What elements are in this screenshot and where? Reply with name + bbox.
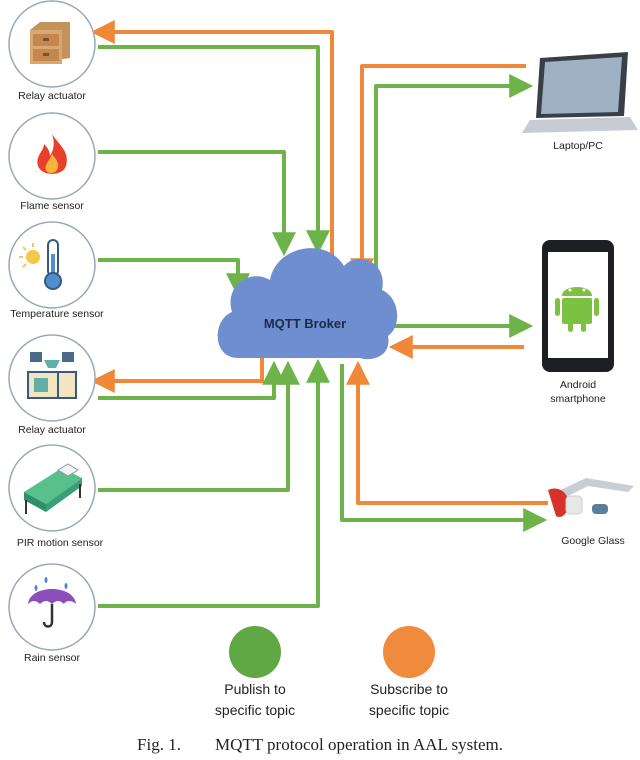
flame-icon [37,134,67,174]
relay-top-subscribe-arrow [90,20,334,265]
google-glass-icon [548,478,634,518]
rain-sensor-label: Rain sensor [23,652,81,664]
pir-publish-arrow [98,360,300,492]
pir-motion-sensor-label: PIR motion sensor [16,537,104,549]
laptop-label: Laptop/PC [553,140,603,152]
android-phone-icon [542,240,614,372]
relay-mid-subscribe-arrow [90,357,264,393]
flame-sensor-label: Flame sensor [20,200,84,212]
glass-subscribe-arrow [340,364,548,532]
laptop-publish-arrow [350,64,526,283]
relay-actuator-top-label: Relay actuator [18,90,86,102]
umbrella-icon [28,577,76,628]
legend [229,626,435,678]
cabinet-icon [30,22,70,64]
connectors [90,20,548,608]
subscribe-legend-label: Subscribe to specific topic [368,681,450,718]
temperature-sensor-node [8,221,96,309]
relay-top-publish-arrow [98,45,330,255]
android-label: Android smartphone [550,379,606,405]
figure-number: Fig. 1. [137,735,181,754]
thermometer-icon [19,239,62,290]
bed-icon [24,463,82,514]
rain-publish-arrow [98,358,330,608]
flame-sensor-node [8,112,96,200]
relay-actuator-top-node [8,0,96,88]
relay-mid-publish-arrow [98,360,286,400]
broker-label: MQTT Broker [263,316,347,331]
left-nodes [8,0,96,651]
google-glass-label: Google Glass [561,535,625,547]
temperature-publish-arrow [98,258,250,298]
laptop-icon [522,52,638,133]
mqtt-broker-cloud [217,248,398,360]
figure-caption-text: MQTT protocol operation in AAL system. [214,735,503,754]
publish-legend-label: Publish to specific topic [214,681,296,718]
publish-legend-dot [229,626,281,678]
figure-caption: Fig. 1. MQTT protocol operation in AAL s… [0,735,640,755]
temperature-sensor-label: Temperature sensor [10,308,104,320]
laptop-subscribe-arrow [374,74,534,285]
relay-actuator-mid-label: Relay actuator [18,424,86,436]
relay-actuator-mid-node [8,334,96,422]
flame-publish-arrow [98,150,296,257]
glass-publish-arrow [346,360,548,505]
kitchen-icon [27,352,77,399]
right-devices [522,52,638,518]
rain-sensor-node [8,563,96,651]
subscribe-legend-dot [383,626,435,678]
pir-motion-sensor-node [8,444,96,532]
